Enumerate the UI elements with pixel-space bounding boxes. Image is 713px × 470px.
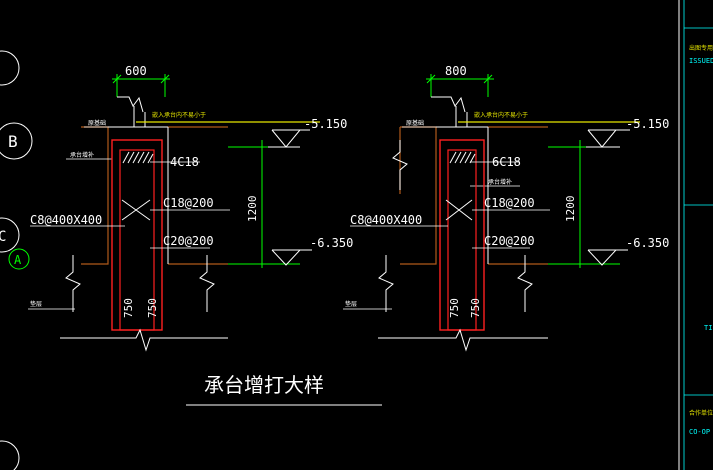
grid-bubble-top-empty	[0, 50, 20, 86]
right-label-ground: 垫层	[345, 300, 357, 308]
left-level-bottom-tri	[271, 249, 302, 266]
co-op-cn: 合作单位	[689, 409, 713, 417]
left-break-low-1	[65, 255, 81, 312]
title-fragment: TI	[704, 324, 712, 332]
left-hatch	[122, 151, 154, 164]
right-stirrup-2: C20@200	[484, 234, 535, 248]
right-detail: 800 嵌入承台内不易小于 原基础 承台增补 垫层 6C18 C18@200	[343, 64, 669, 352]
right-x-tie-2	[445, 199, 473, 221]
drawing-caption: 承台增打大样	[204, 373, 324, 397]
left-dim-tick-1	[112, 74, 122, 84]
left-stirrup-2: C20@200	[163, 234, 214, 248]
right-label-cap: 承台增补	[488, 178, 512, 186]
right-dim-tick-1	[426, 74, 436, 84]
right-wall-break	[392, 140, 408, 190]
right-lap-2: 750	[469, 298, 482, 318]
left-wall-outline	[81, 126, 109, 265]
right-hatch	[449, 151, 476, 164]
grid-bubble-b-label: B	[8, 132, 18, 151]
left-detail: 600 嵌入承台内不易小于 原基础 承台增补 垫层 4C18	[28, 64, 353, 352]
right-rebar-inner	[447, 149, 477, 331]
right-bottom-break	[378, 328, 548, 352]
left-x-tie-2	[121, 199, 151, 221]
right-level-bottom: -6.350	[626, 236, 669, 250]
grid-bubbles: B C A	[0, 50, 33, 470]
left-top-break	[117, 96, 144, 113]
grid-bubble-b	[0, 122, 33, 160]
right-wall-outline	[400, 126, 437, 265]
issued-seal-en: ISSUED	[689, 57, 713, 65]
right-level-top: -5.150	[626, 117, 669, 131]
co-op-en: CO-OP	[689, 428, 710, 436]
right-height-dim: 1200	[564, 196, 577, 223]
grid-bubble-bottom-empty	[0, 440, 20, 470]
left-level-top-tri	[271, 129, 302, 148]
left-bottom-break	[60, 328, 228, 352]
left-break-low-2	[199, 255, 215, 312]
left-level-bottom: -6.350	[310, 236, 353, 250]
grid-bubble-c	[0, 217, 20, 253]
left-note: 嵌入承台内不易小于	[152, 111, 206, 119]
title-block: 出图专用章 ISSUED TI 合作单位 CO-OP	[678, 0, 713, 470]
grid-bubble-c-label: C	[0, 229, 6, 245]
right-lap-1: 750	[448, 298, 461, 318]
left-lap-2: 750	[146, 298, 159, 318]
left-level-top: -5.150	[304, 117, 347, 131]
left-label-wall: 原基础	[88, 119, 106, 127]
right-level-top-tri	[587, 129, 618, 148]
left-stirrup-1: C18@200	[163, 196, 214, 210]
right-stirrup-1: C18@200	[484, 196, 535, 210]
right-break-low-1	[378, 255, 394, 312]
right-break-low-2	[517, 255, 533, 312]
left-hoop: C8@400X400	[30, 213, 102, 227]
right-hoop: C8@400X400	[350, 213, 422, 227]
right-level-bottom-tri	[587, 249, 618, 266]
right-dim-tick-2	[483, 74, 493, 84]
right-top-break	[431, 96, 466, 113]
grid-bubble-a	[8, 248, 30, 270]
left-label-ground: 垫层	[30, 300, 42, 308]
left-height-dim: 1200	[246, 196, 259, 223]
right-note: 嵌入承台内不易小于	[474, 111, 528, 119]
grid-bubble-a-label: A	[14, 253, 22, 267]
issued-seal-cn: 出图专用章	[689, 44, 713, 52]
right-width-dim: 800	[445, 64, 467, 78]
left-dim-tick-2	[160, 74, 170, 84]
left-lap-1: 750	[122, 298, 135, 318]
left-width-dim: 600	[125, 64, 147, 78]
left-label-cap: 承台增补	[70, 151, 94, 159]
right-label-wall: 原基础	[406, 119, 424, 127]
left-rebar-inner	[119, 149, 155, 331]
